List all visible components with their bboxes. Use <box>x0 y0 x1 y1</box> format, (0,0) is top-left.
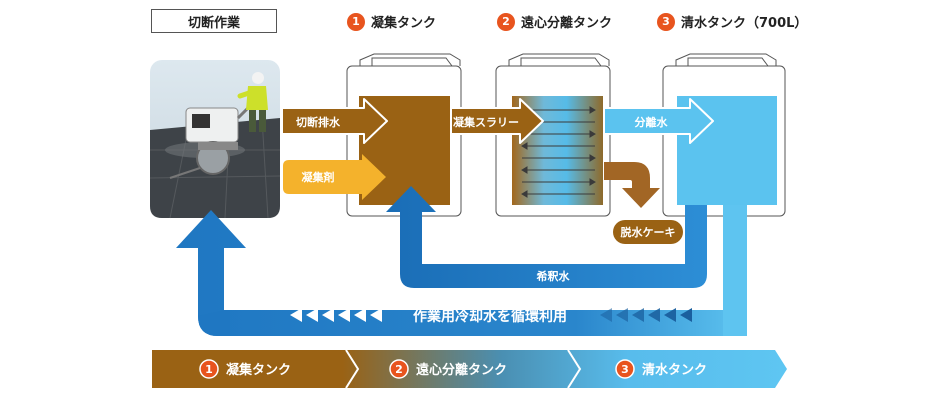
tank-1-number-badge: 1 <box>347 12 365 31</box>
cutting-work-photo <box>149 60 281 219</box>
cutting-drainage-label: 切断排水 <box>296 115 341 129</box>
stage-2-number-badge <box>389 359 409 379</box>
tank-2-number-badge: 2 <box>497 12 515 31</box>
stage-1-label: 凝集タンク <box>226 362 291 378</box>
dewatered-cake-label: 脱水ケーキ <box>621 225 676 239</box>
tank-3-number-badge: 3 <box>657 12 675 31</box>
stage-3-number-badge <box>615 359 635 379</box>
stage-3: 3 清水タンク <box>615 359 707 379</box>
tank-2-title: 2 遠心分離タンク <box>497 12 612 31</box>
dewatered-cake-badge: 脱水ケーキ <box>613 220 683 244</box>
stage-3-label: 清水タンク <box>642 362 707 378</box>
tank-3-name: 清水タンク（700L） <box>681 16 808 31</box>
flow-text-labels: 切断排水 凝集剤 凝集スラリー 分離水 希釈水 作業用冷却水を循環利用 <box>296 115 668 325</box>
coagulated-slurry-label: 凝集スラリー <box>453 115 519 129</box>
diluted-water-label: 希釈水 <box>536 269 571 283</box>
tank-1-name: 凝集タンク <box>371 16 437 31</box>
dewatered-cake-arrow <box>604 162 660 208</box>
separated-water-arrow <box>603 98 714 144</box>
stage-1-number: 1 <box>205 363 213 376</box>
recycle-label: 作業用冷却水を循環利用 <box>413 308 567 325</box>
stage-3-number: 3 <box>621 363 629 376</box>
coagulated-slurry-arrow <box>450 98 544 144</box>
stage-bar <box>152 349 787 389</box>
tank-3-title: 3 清水タンク（700L） <box>657 12 807 31</box>
stage-2-number: 2 <box>395 363 403 376</box>
coagulant-label: 凝集剤 <box>302 170 335 184</box>
stage-1: 1 凝集タンク <box>199 359 291 379</box>
tank-2-name: 遠心分離タンク <box>521 16 613 31</box>
cutting-work-label: 切断作業 <box>151 9 277 33</box>
centrifugal-tank <box>495 53 611 217</box>
cutting-drainage-arrow <box>281 98 388 144</box>
recycle-loop-arrow <box>176 205 747 336</box>
stage-2: 2 遠心分離タンク <box>389 359 507 379</box>
coagulant-arrow <box>283 154 386 200</box>
stage-1-number-badge <box>199 359 219 379</box>
diluted-water-arrow <box>386 186 707 288</box>
stage-2-label: 遠心分離タンク <box>416 362 507 378</box>
tank-1-title: 1 凝集タンク <box>347 12 436 31</box>
separated-water-label: 分離水 <box>635 115 669 129</box>
